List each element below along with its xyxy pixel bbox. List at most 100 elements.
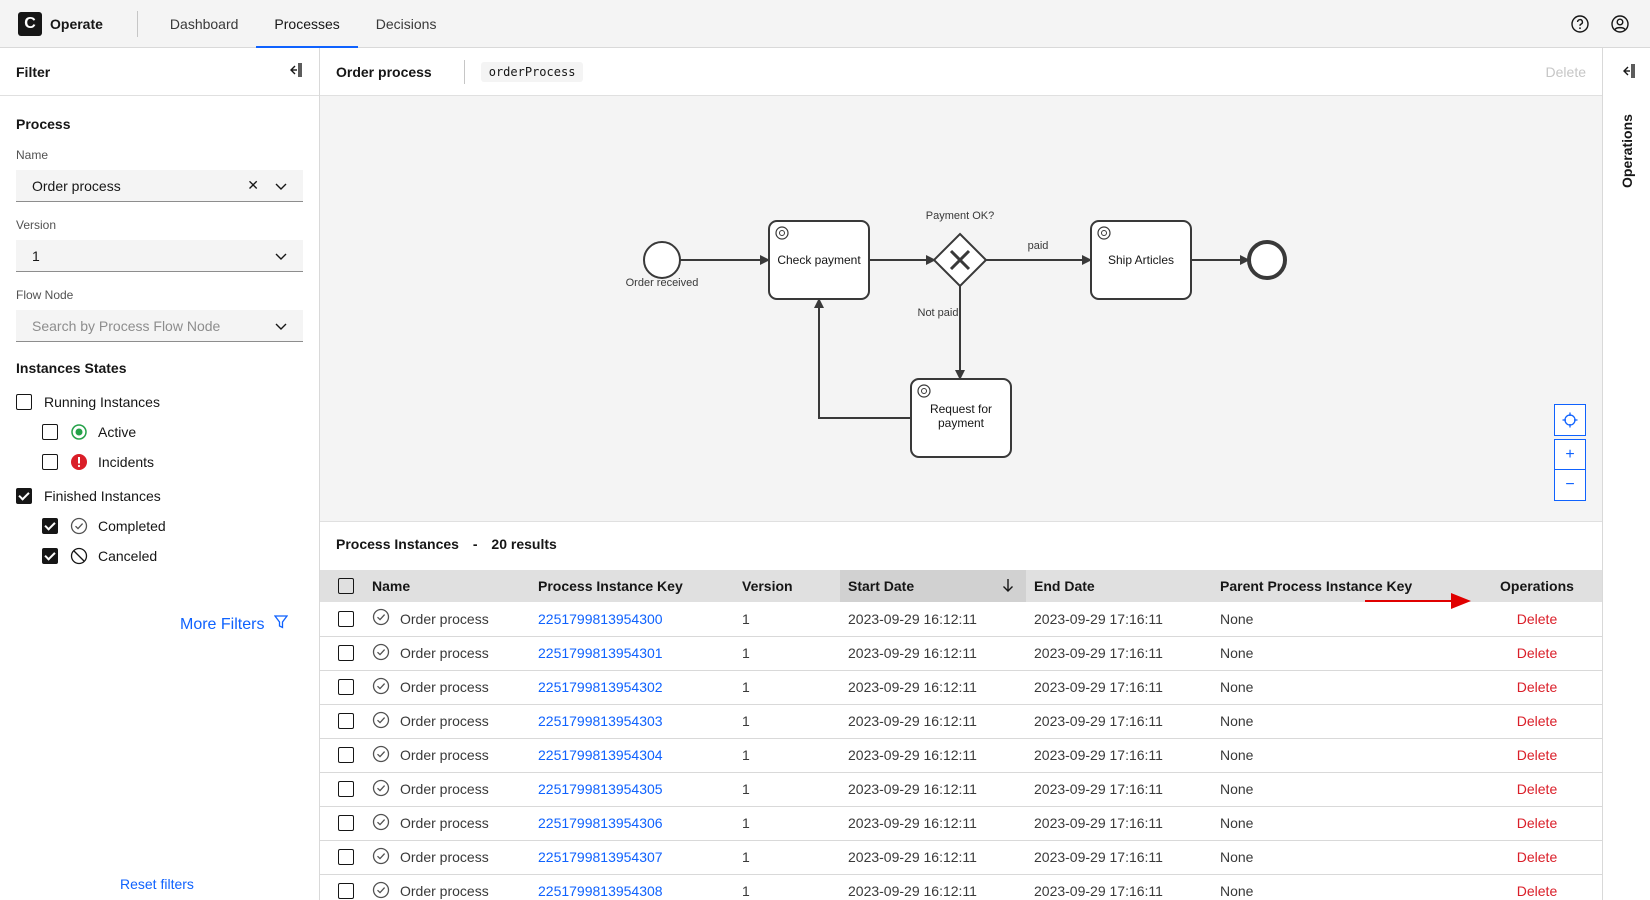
completed-checkbox[interactable]: Completed [42,514,303,538]
checkbox-checked[interactable] [42,548,58,564]
app-name[interactable]: Operate [50,15,103,32]
start-event-label: Order received [626,277,699,289]
column-version[interactable]: Version [742,578,793,594]
process-instance-key-link[interactable]: 2251799813954303 [538,713,663,729]
zoom-in-button[interactable]: + [1554,439,1586,471]
row-parent-key: None [1220,883,1254,899]
active-checkbox[interactable]: Active [42,420,303,444]
chevron-down-icon [275,178,287,194]
clear-icon[interactable]: ✕ [247,177,259,193]
row-end-date: 2023-09-29 17:16:11 [1034,883,1163,899]
request-payment-label-line1: Request for [930,402,992,416]
row-name: Order process [400,679,489,695]
row-version: 1 [742,610,750,627]
delete-instance-button[interactable]: Delete [1516,645,1558,661]
table-row[interactable]: Order process 2251799813954303 1 2023-09… [320,704,1602,738]
camunda-logo[interactable]: C [18,11,42,36]
process-instance-key-link[interactable]: 2251799813954300 [538,610,663,627]
process-instance-key-link[interactable]: 2251799813954301 [538,645,663,661]
column-instance-key[interactable]: Process Instance Key [538,578,683,594]
delete-instance-button[interactable]: Delete [1516,849,1558,865]
row-checkbox[interactable] [338,883,354,899]
reset-diagram-zoom-button[interactable] [1554,404,1586,436]
table-row[interactable]: Order process 2251799813954301 1 2023-09… [320,636,1602,670]
nav-tab-processes[interactable]: Processes [256,0,359,49]
start-event[interactable] [643,241,681,279]
checkbox[interactable] [42,424,58,440]
row-checkbox[interactable] [338,849,354,865]
checkbox-checked[interactable] [16,488,32,504]
process-instance-key-link[interactable]: 2251799813954304 [538,747,663,763]
row-name: Order process [400,713,489,729]
finished-instances-checkbox[interactable]: Finished Instances [16,484,303,508]
delete-instance-button[interactable]: Delete [1516,781,1558,797]
table-row[interactable]: Order process 2251799813954307 1 2023-09… [320,840,1602,874]
row-version: 1 [742,849,750,865]
end-event[interactable] [1247,240,1287,280]
row-checkbox[interactable] [338,610,354,627]
flow-node-dropdown[interactable]: Search by Process Flow Node [16,310,303,342]
row-checkbox[interactable] [338,679,354,695]
delete-instance-button[interactable]: Delete [1516,883,1558,899]
running-instances-checkbox[interactable]: Running Instances [16,390,303,414]
nav-tab-decisions[interactable]: Decisions [375,15,437,32]
row-start-date: 2023-09-29 16:12:11 [848,747,977,763]
delete-instance-button[interactable]: Delete [1516,815,1558,831]
row-checkbox[interactable] [338,713,354,729]
row-checkbox[interactable] [338,645,354,661]
operations-panel-label[interactable]: Operations [1619,114,1635,188]
collapse-panel-icon[interactable] [285,61,303,82]
header-divider [463,59,465,84]
column-parent-key[interactable]: Parent Process Instance Key [1220,578,1413,594]
gateway-label: Payment OK? [926,210,994,222]
process-instance-key-link[interactable]: 2251799813954302 [538,679,663,695]
delete-instance-button[interactable]: Delete [1516,747,1558,763]
canceled-checkbox[interactable]: Canceled [42,544,303,568]
process-name-dropdown[interactable]: Order process ✕ [16,170,303,202]
delete-instance-button[interactable]: Delete [1516,679,1558,695]
checkbox[interactable] [42,454,58,470]
reset-filters-link[interactable]: Reset filters [120,876,194,892]
row-checkbox-cell [320,738,364,772]
incidents-checkbox[interactable]: Incidents [42,450,303,474]
column-start-date[interactable]: Start Date [840,570,1026,602]
more-filters-button[interactable]: More Filters [180,615,289,634]
row-checkbox[interactable] [338,747,354,763]
table-row[interactable]: Order process 2251799813954300 1 2023-09… [320,602,1602,636]
checkbox[interactable] [16,394,32,410]
table-row[interactable]: Order process 2251799813954306 1 2023-09… [320,806,1602,840]
nav-tab-dashboard[interactable]: Dashboard [169,15,239,32]
process-instance-key-link[interactable]: 2251799813954305 [538,781,663,797]
table-row[interactable]: Order process 2251799813954302 1 2023-09… [320,670,1602,704]
table-row[interactable]: Order process 2251799813954305 1 2023-09… [320,772,1602,806]
checkbox-checked[interactable] [42,518,58,534]
bpmn-diagram-canvas[interactable]: Order received Check payment Payment OK?… [320,96,1602,522]
paid-flow-label: paid [1028,240,1049,252]
row-checkbox[interactable] [338,781,354,797]
delete-instance-button[interactable]: Delete [1516,610,1558,627]
table-row[interactable]: Order process 2251799813954304 1 2023-09… [320,738,1602,772]
top-navigation-bar: C Operate Dashboard Processes Decisions [0,0,1650,49]
incidents-label: Incidents [98,454,155,470]
delete-instance-button[interactable]: Delete [1516,713,1558,729]
table-row[interactable]: Order process 2251799813954308 1 2023-09… [320,874,1602,900]
delete-process-button[interactable]: Delete [1545,63,1586,80]
row-name-cell: Order process [364,874,530,900]
column-end-date[interactable]: End Date [1034,578,1095,594]
row-parent-key: None [1220,610,1254,627]
column-name[interactable]: Name [372,578,411,594]
select-all-checkbox[interactable] [338,578,354,594]
canceled-icon [70,547,88,565]
row-parent-key: None [1220,645,1254,661]
version-dropdown[interactable]: 1 [16,240,303,272]
zoom-out-button[interactable]: − [1554,469,1586,501]
process-instance-key-link[interactable]: 2251799813954308 [538,883,663,899]
row-version: 1 [742,679,750,695]
sort-descending-icon[interactable] [1002,578,1014,595]
row-checkbox[interactable] [338,815,354,831]
user-profile-icon[interactable] [1610,14,1630,34]
expand-panel-icon[interactable] [1618,62,1636,83]
process-instance-key-link[interactable]: 2251799813954307 [538,849,663,865]
process-instance-key-link[interactable]: 2251799813954306 [538,815,663,831]
help-icon[interactable] [1570,14,1590,34]
